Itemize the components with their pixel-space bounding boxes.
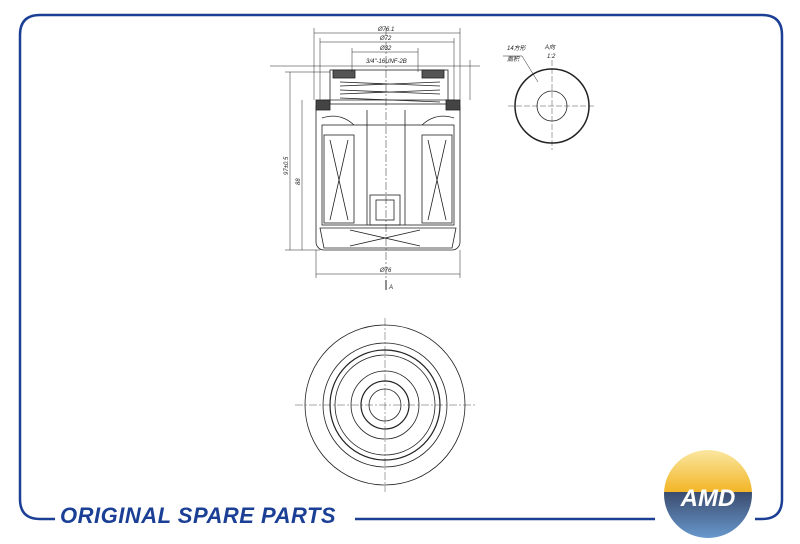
logo-text: AMD [680,485,736,512]
note-top: 14方形 [507,44,527,52]
dimension-labels: Ø76.1 Ø72 Ø32 3/4"-16UNF-2B 97±0.5 88 Ø7… [284,27,407,291]
filter-bottom-view [295,318,475,492]
frame-border [18,13,784,521]
dim-total-height: 97±0.5 [284,156,290,175]
view-scale: 1:2 [547,54,556,60]
dim-outer-diameter: Ø76.1 [377,27,394,33]
dim-body-height: 88 [296,178,302,185]
filter-side-view [270,28,480,290]
detail-view-a [503,55,596,150]
dim-thread: 3/4"-16UNF-2B [366,59,407,65]
dim-body-diameter: Ø76 [379,268,392,274]
dim-inner-diameter: Ø32 [379,46,392,52]
note-bottom: 面积 [507,56,520,63]
brand-slogan: ORIGINAL SPARE PARTS [60,503,337,528]
view-marker: A [388,285,393,291]
dimension-lines [285,28,471,290]
dim-gasket-diameter: Ø72 [379,36,392,42]
view-label: A向 [544,43,556,51]
